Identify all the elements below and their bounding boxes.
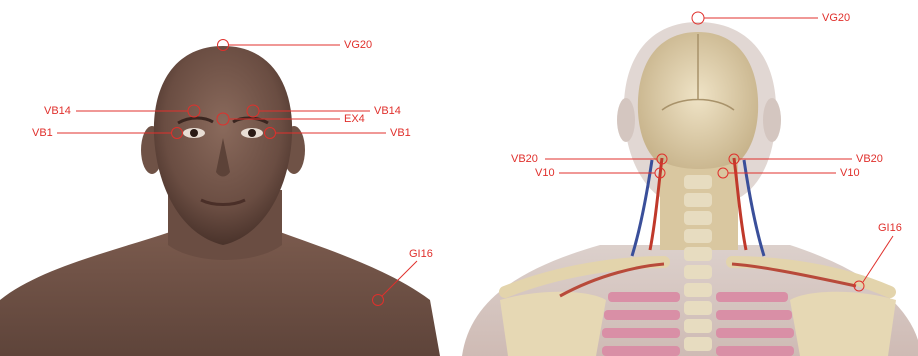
front-label-vb1-right: VB1 (390, 127, 411, 139)
front-label-ex4: EX4 (344, 113, 365, 125)
front-pupil-right (248, 129, 256, 137)
front-label-vb14-right: VB14 (374, 105, 401, 117)
back-label-vg20: VG20 (822, 12, 850, 24)
front-label-vb14-left: VB14 (44, 105, 71, 117)
back-label-vb20-right: VB20 (856, 153, 883, 165)
back-label-vb20-left: VB20 (511, 153, 538, 165)
front-label-gi16: GI16 (409, 248, 433, 260)
front-label-vg20: VG20 (344, 39, 372, 51)
back-scapula-right (790, 292, 896, 356)
front-pupil-left (190, 129, 198, 137)
front-label-vb1-left: VB1 (32, 127, 53, 139)
back-label-gi16: GI16 (878, 222, 902, 234)
back-scapula-left (500, 292, 606, 356)
back-view-figure (462, 22, 918, 356)
front-view-figure (0, 46, 440, 356)
back-label-v10-right: V10 (840, 167, 860, 179)
back-ear-right (763, 98, 781, 142)
back-label-v10-left: V10 (535, 167, 555, 179)
back-ear-left (617, 98, 635, 142)
